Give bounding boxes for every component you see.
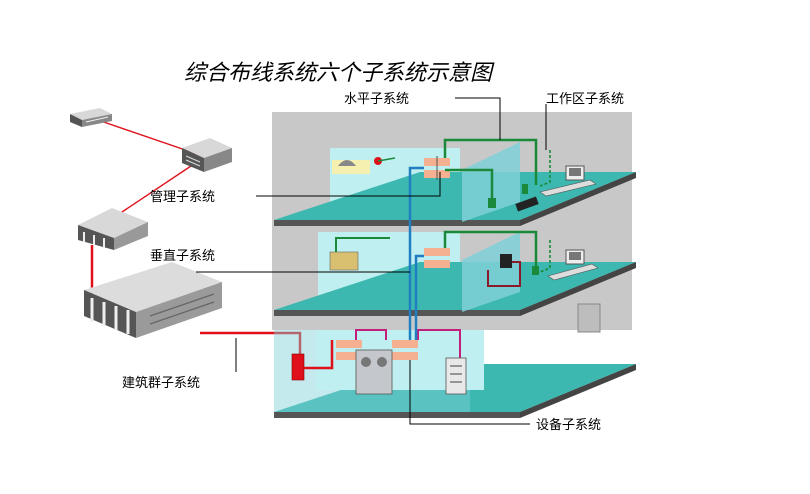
workstation-icon-2: [547, 249, 599, 281]
floor-2: [274, 230, 636, 333]
floor-1: [274, 329, 636, 418]
building-icon-1: [70, 108, 112, 127]
workstation-icon-3: [539, 165, 597, 197]
entrance-box-icon: [291, 353, 305, 381]
patch-panel-1: [336, 340, 418, 360]
equipment-cabinet-icon: [355, 349, 393, 395]
label-horizontal-subsystem: 水平子系统: [344, 92, 409, 107]
patch-panel-2: [424, 248, 450, 268]
main-building-icon: [84, 262, 222, 338]
campus-buildings: [70, 108, 302, 360]
partition-2: [462, 232, 520, 312]
leader-lines: [196, 97, 547, 425]
server-rack-icon: [445, 357, 467, 395]
building-icon-2: [182, 138, 232, 172]
label-work-area-subsystem: 工作区子系统: [546, 92, 624, 107]
patch-panel-3: [424, 156, 450, 180]
label-management-subsystem: 管理子系统: [150, 190, 215, 205]
label-equipment-subsystem: 设备子系统: [536, 417, 601, 433]
floor-3: [274, 138, 636, 226]
label-campus-subsystem: 建筑群子系统: [122, 375, 200, 391]
label-vertical-subsystem: 垂直子系统: [150, 249, 215, 264]
building-icon-3: [78, 208, 148, 250]
diagram-title: 综合布线系统六个子系统示意图: [184, 61, 495, 86]
vertical-backbone: [408, 166, 424, 340]
cabinet-icon: [577, 303, 601, 333]
